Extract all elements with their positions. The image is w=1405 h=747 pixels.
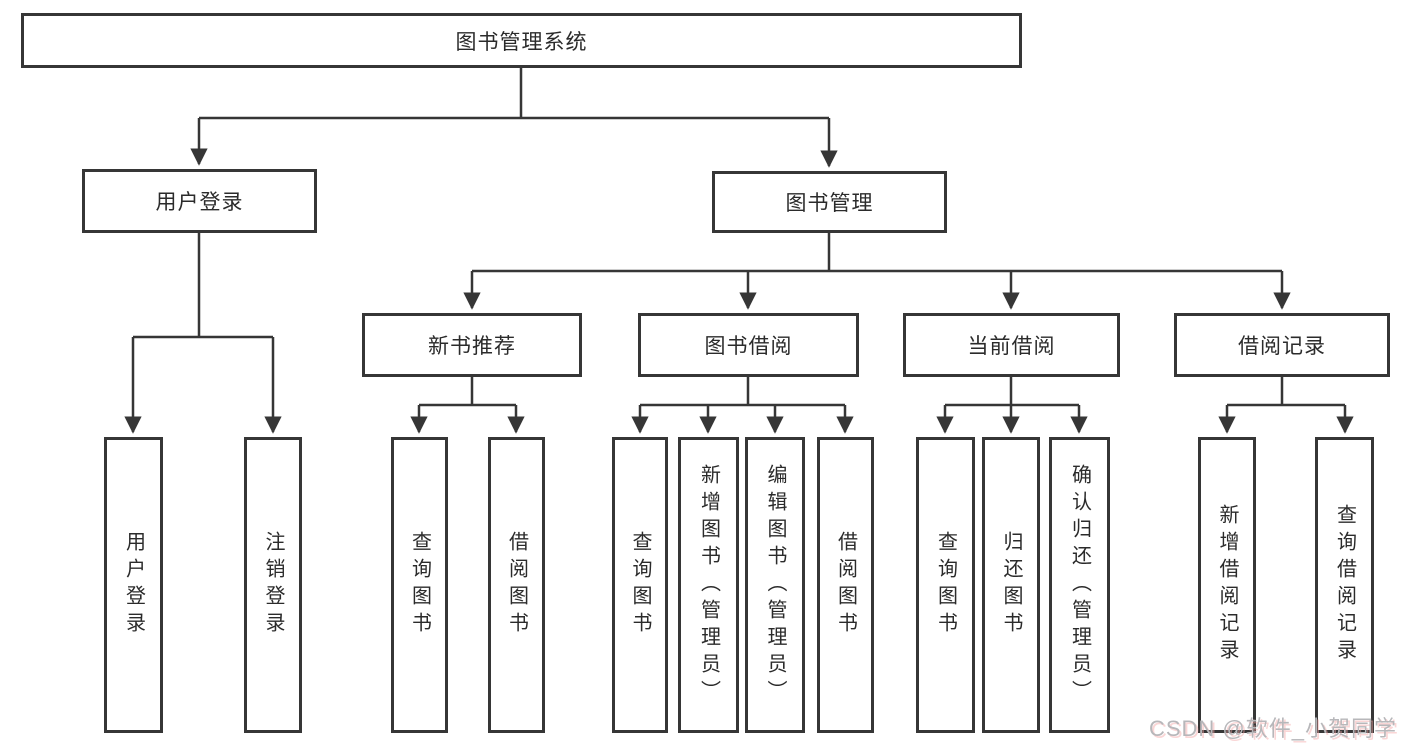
node-query-books-3: 查询图书 [916, 437, 975, 733]
node-book-management: 图书管理 [712, 171, 947, 233]
node-user-login: 用户登录 [82, 169, 317, 233]
node-root-system: 图书管理系统 [21, 13, 1022, 68]
node-label: 新增图书（管理员） [697, 463, 720, 707]
node-current-borrow: 当前借阅 [903, 313, 1120, 377]
node-label: 新增借阅记录 [1216, 504, 1238, 666]
node-label: 查询借阅记录 [1333, 504, 1356, 666]
node-label: 借阅图书 [505, 531, 528, 639]
node-book-borrow: 图书借阅 [638, 313, 859, 377]
node-label: 借阅图书 [834, 531, 857, 639]
node-borrow-records: 借阅记录 [1174, 313, 1390, 377]
node-query-books-2: 查询图书 [612, 437, 668, 733]
watermark: CSDN @软件_小贺同学 [1148, 716, 1397, 741]
node-user-login-action: 用户登录 [104, 437, 163, 733]
node-edit-books-admin: 编辑图书（管理员） [745, 437, 805, 733]
node-label: 注销登录 [262, 531, 284, 639]
node-return-books: 归还图书 [982, 437, 1040, 733]
node-label: 查询图书 [629, 531, 651, 639]
node-label: 查询图书 [934, 531, 957, 639]
node-add-borrow-record: 新增借阅记录 [1198, 437, 1256, 733]
node-label: 查询图书 [408, 531, 431, 639]
node-query-books-1: 查询图书 [391, 437, 448, 733]
node-query-borrow-record: 查询借阅记录 [1315, 437, 1374, 733]
node-add-books-admin: 新增图书（管理员） [678, 437, 739, 733]
node-new-book-recommend: 新书推荐 [362, 313, 582, 377]
node-label: 确认归还（管理员） [1068, 463, 1091, 707]
node-label: 编辑图书（管理员） [764, 463, 786, 707]
node-label: 用户登录 [122, 531, 145, 639]
node-confirm-return-admin: 确认归还（管理员） [1049, 437, 1110, 733]
node-borrow-books-2: 借阅图书 [817, 437, 874, 733]
node-borrow-books-1: 借阅图书 [488, 437, 545, 733]
node-logout-action: 注销登录 [244, 437, 302, 733]
node-label: 归还图书 [1000, 531, 1022, 639]
